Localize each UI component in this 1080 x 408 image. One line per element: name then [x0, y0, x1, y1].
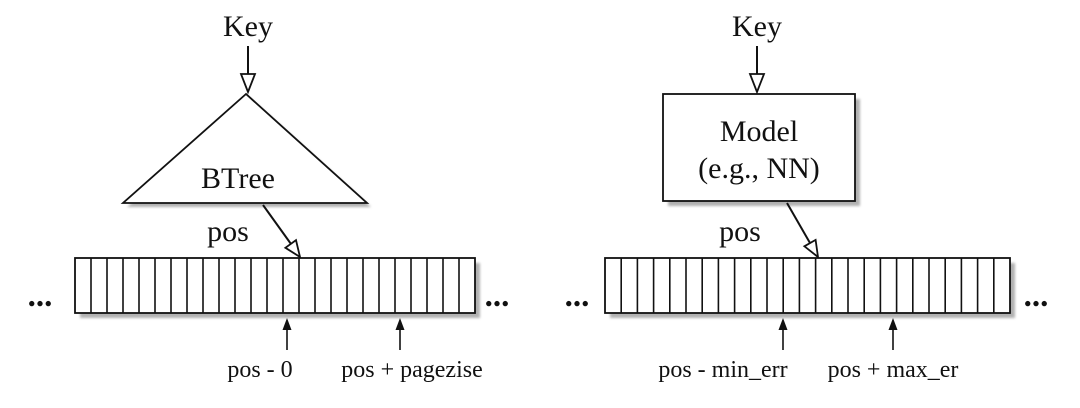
upper-bound-arrowhead: [888, 318, 898, 330]
key-arrow: [748, 46, 766, 95]
model-label-line1: Model: [720, 115, 798, 148]
pos-arrowhead: [802, 238, 820, 260]
record-array: [74, 257, 476, 314]
pos-arrow-line: [262, 204, 292, 245]
model-label-line2: (e.g., NN): [698, 152, 820, 185]
record-array-cells: [90, 258, 460, 313]
pos-arrow-line: [786, 202, 811, 244]
btree-label: BTree: [201, 162, 275, 195]
lower-bound-label: pos - 0: [227, 357, 292, 383]
pos-arrow: [262, 204, 302, 259]
pos-label: pos: [719, 215, 761, 248]
lower-bound-arrow: [282, 318, 292, 350]
ellipsis-left: ...: [28, 278, 53, 314]
key-label: Key: [732, 10, 782, 43]
pos-arrowhead: [283, 238, 302, 259]
key-arrowhead: [239, 73, 257, 95]
lower-bound-arrowhead: [282, 318, 292, 330]
ellipsis-right: ...: [1024, 278, 1049, 314]
ellipsis-right: ...: [485, 278, 510, 314]
btree-index-diagram: Key BTree pos ... ... pos - 0 pos + page…: [28, 10, 510, 383]
upper-bound-arrow: [395, 318, 405, 350]
btree-triangle: [120, 92, 370, 204]
lower-bound-arrow: [778, 318, 788, 350]
upper-bound-label: pos + max_er: [828, 357, 959, 383]
record-array-cells: [620, 258, 995, 313]
upper-bound-arrow: [888, 318, 898, 350]
key-arrow: [239, 46, 257, 95]
lower-bound-arrowhead: [778, 318, 788, 330]
record-array: [604, 257, 1011, 314]
pos-label: pos: [207, 215, 249, 248]
upper-bound-label: pos + pagezise: [341, 357, 483, 383]
ellipsis-left: ...: [565, 278, 590, 314]
key-label: Key: [223, 10, 273, 43]
model-box: [662, 93, 856, 202]
pos-arrow: [786, 202, 820, 260]
key-arrowhead: [748, 73, 766, 95]
upper-bound-arrowhead: [395, 318, 405, 330]
learned-model-diagram: Key Model (e.g., NN) pos ... ... pos - m…: [565, 10, 1049, 383]
lower-bound-label: pos - min_err: [658, 357, 787, 383]
